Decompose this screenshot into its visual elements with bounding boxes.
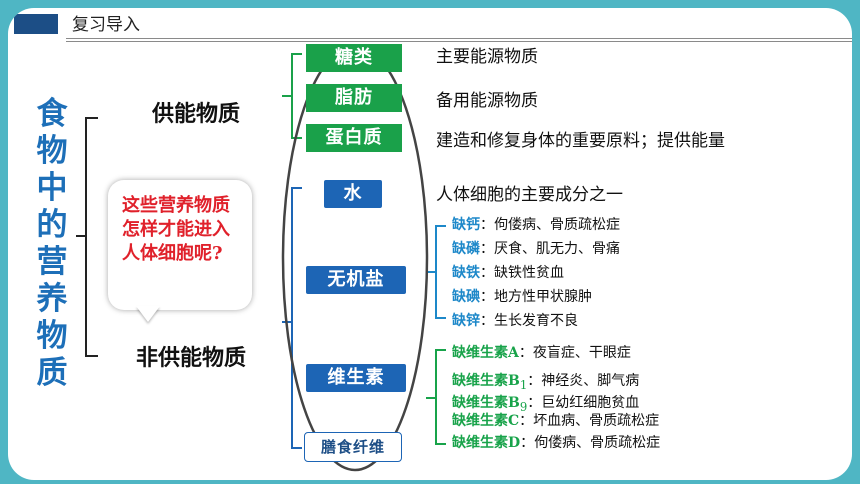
question-bubble: 这些营养物质怎样才能进入人体细胞呢?	[108, 180, 252, 310]
mineral-item: 缺铁：缺铁性贫血	[452, 265, 564, 281]
category-energy: 供能物质	[152, 101, 241, 127]
pill-protein: 蛋白质	[306, 124, 402, 152]
main-title: 食 物 中 的 营 养 物 质	[32, 96, 72, 392]
question-text: 这些营养物质怎样才能进入人体细胞呢?	[122, 195, 230, 264]
header-divider	[66, 38, 852, 39]
header-accent-block	[14, 14, 58, 34]
desc-water: 人体细胞的主要成分之一	[436, 185, 623, 205]
mineral-item: 缺锌：生长发育不良	[452, 313, 578, 329]
desc-fat: 备用能源物质	[436, 91, 538, 111]
header-title: 复习导入	[72, 15, 140, 35]
mineral-item: 缺磷：厌食、肌无力、骨痛	[452, 241, 620, 257]
main-title-char: 物	[36, 133, 68, 169]
main-title-char: 食	[36, 96, 68, 132]
main-title-char: 营	[36, 244, 68, 280]
vitamin-item: 缺维生素A：夜盲症、干眼症	[452, 345, 631, 361]
vitamin-item: 缺维生素D：佝偻病、骨质疏松症	[452, 435, 661, 451]
header-divider-secondary	[66, 41, 852, 42]
main-title-char: 物	[36, 318, 68, 354]
bubble-tail	[136, 306, 160, 322]
main-title-char: 养	[36, 281, 68, 317]
pill-water: 水	[324, 180, 382, 208]
mineral-item: 缺钙：佝偻病、骨质疏松症	[452, 217, 620, 233]
desc-protein: 建造和修复身体的重要原料；提供能量	[436, 131, 725, 151]
vitamin-item: 缺维生素B1：神经炎、脚气病	[452, 373, 640, 392]
desc-sugar: 主要能源物质	[436, 47, 538, 67]
pill-minerals: 无机盐	[306, 266, 406, 294]
pill-sugar: 糖类	[306, 44, 402, 72]
category-non-energy: 非供能物质	[136, 345, 247, 371]
main-title-char: 的	[36, 207, 68, 243]
pill-fiber: 膳食纤维	[304, 432, 402, 462]
pill-fat: 脂肪	[306, 84, 402, 112]
mineral-item: 缺碘：地方性甲状腺肿	[452, 289, 592, 305]
vitamin-item: 缺维生素C：坏血病、骨质疏松症	[452, 413, 660, 429]
main-title-char: 质	[36, 355, 68, 391]
vitamin-item: 缺维生素B9：巨幼红细胞贫血	[452, 395, 640, 414]
pill-vitamins: 维生素	[306, 364, 406, 392]
main-title-char: 中	[36, 170, 68, 206]
